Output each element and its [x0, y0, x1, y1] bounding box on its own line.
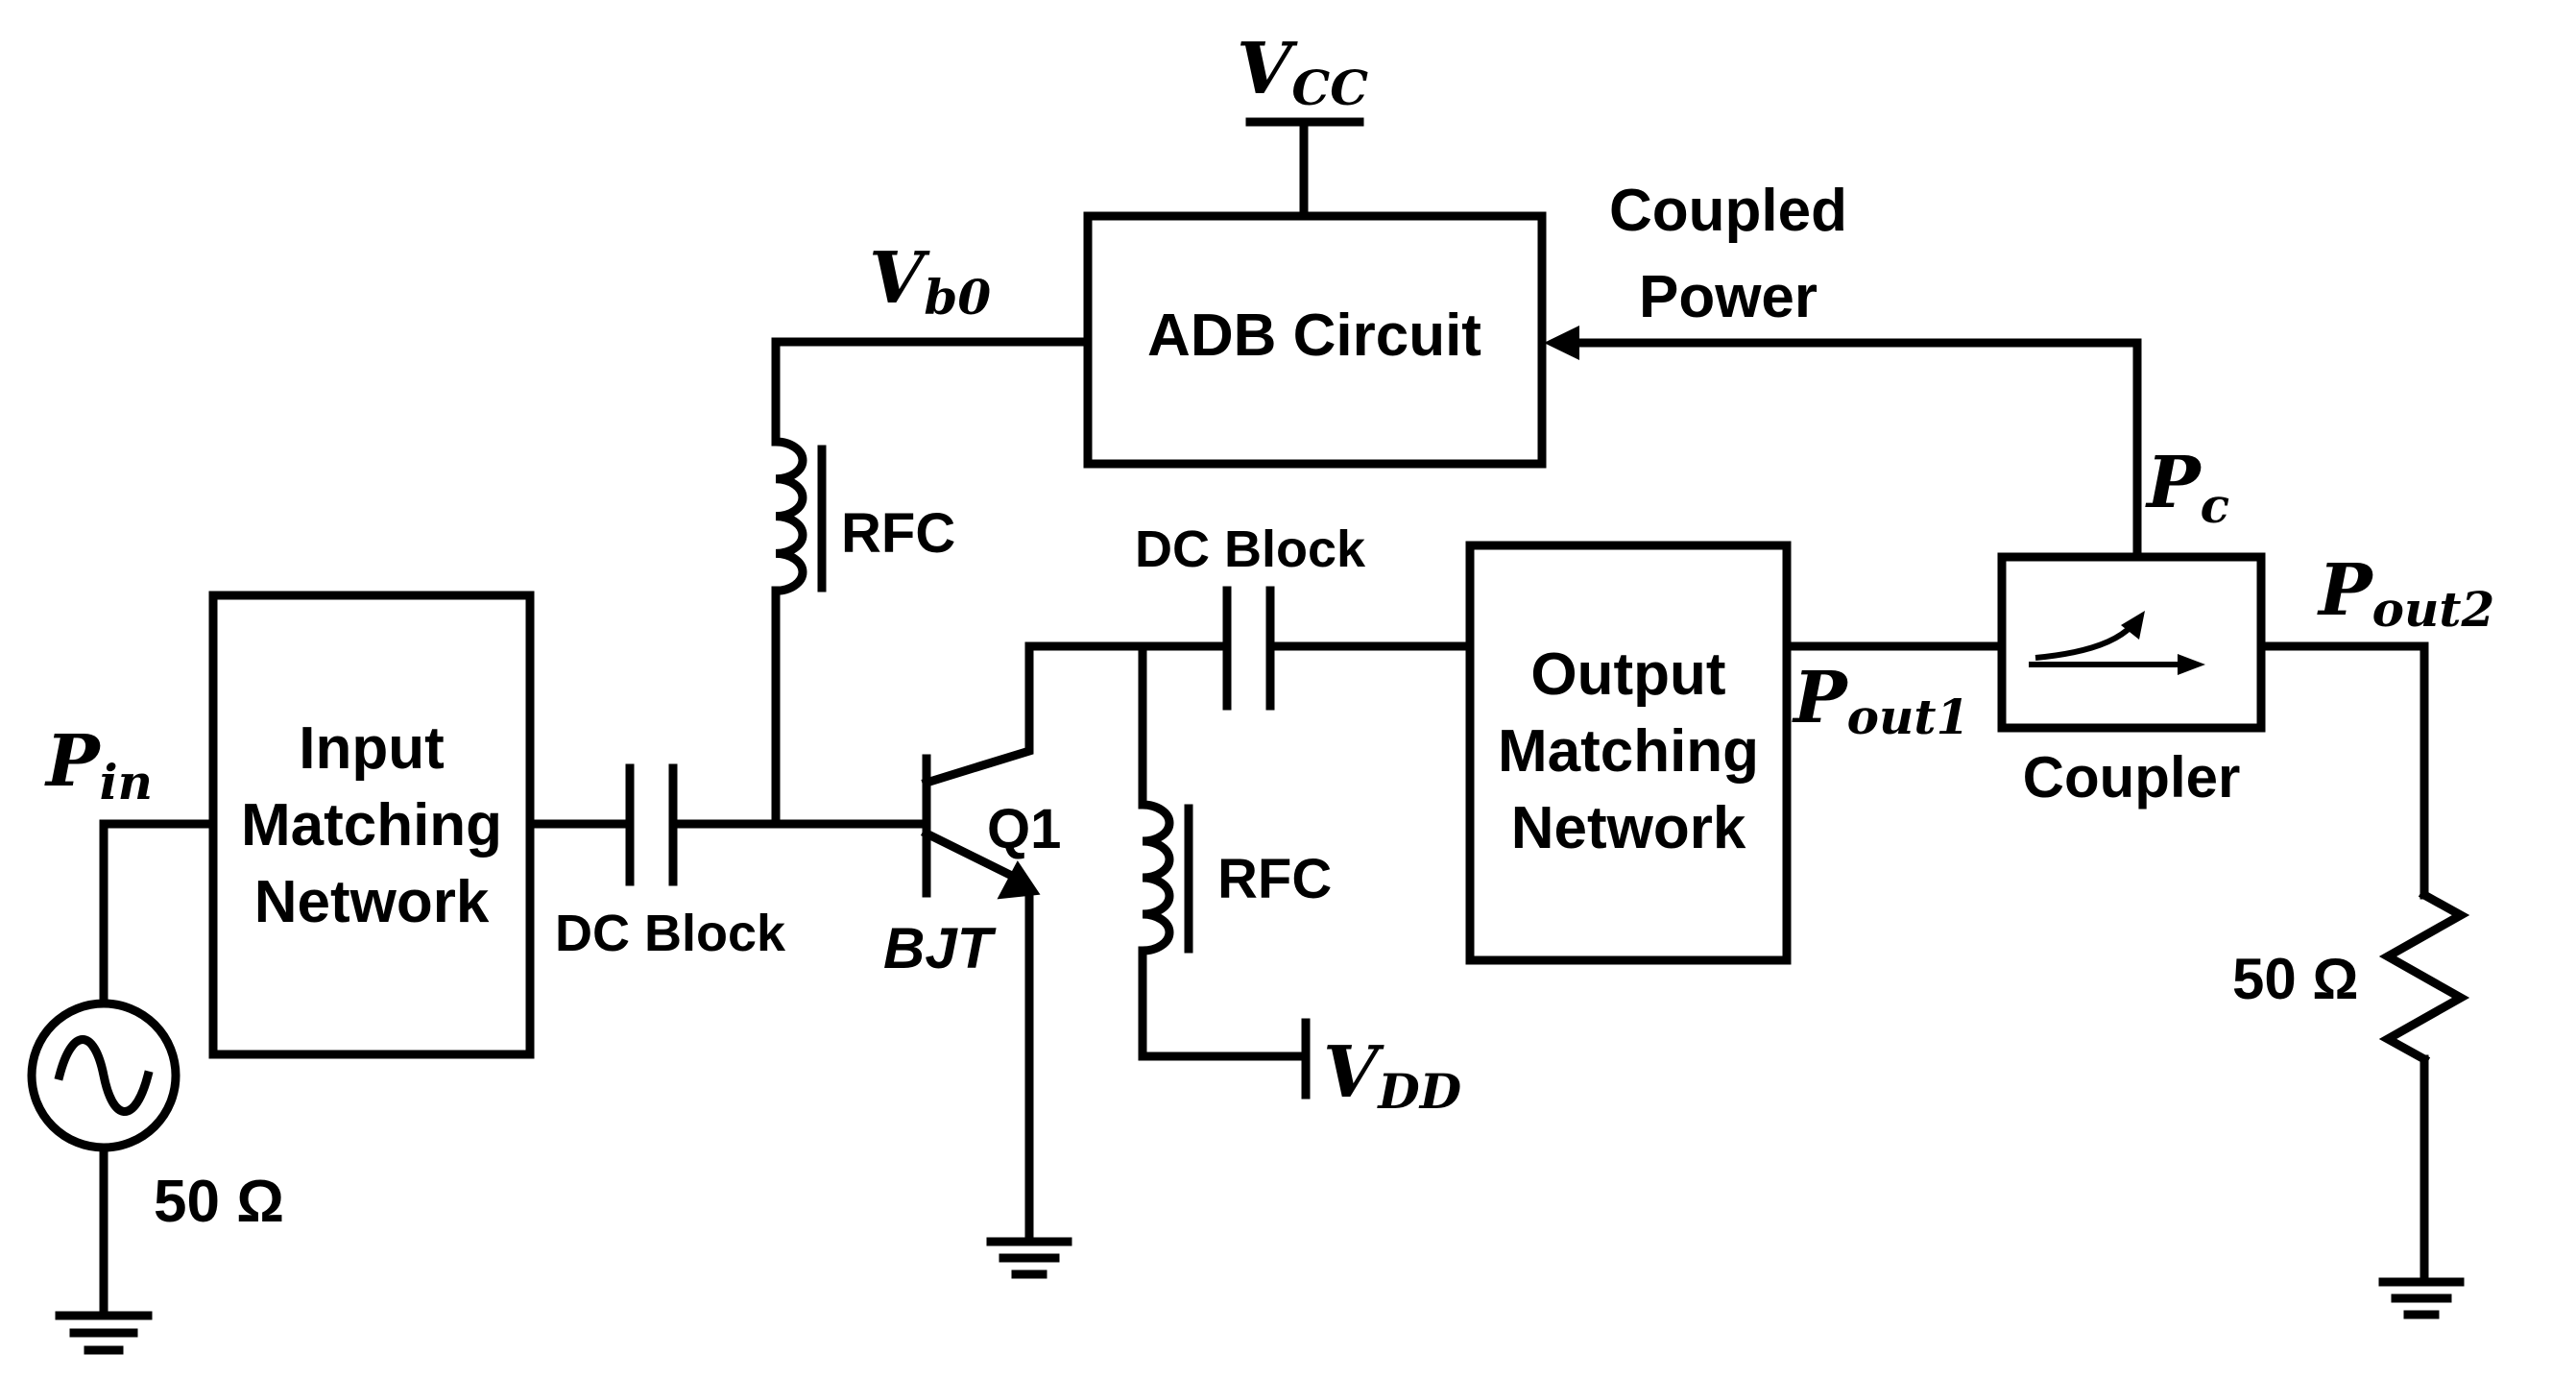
bjt-label: BJT [883, 916, 997, 980]
dc-block-top-label: DC Block [1135, 520, 1366, 578]
rfc-top-inductor [771, 437, 827, 595]
coupled-power-label-line1: Coupled [1609, 178, 1847, 244]
vb0-label: Vb0 [869, 237, 991, 326]
load-impedance-label: 50 Ω [2232, 947, 2359, 1011]
coupled-power-feedback [1544, 326, 2142, 562]
pout2-label: Pout2 [2317, 549, 2494, 638]
output-matching-label-line3: Network [1511, 795, 1746, 861]
source-impedance-label: 50 Ω [154, 1169, 284, 1235]
coupler-arrows-icon [2029, 611, 2205, 675]
q1-label: Q1 [987, 798, 1061, 860]
ac-source [27, 999, 181, 1152]
input-matching-network-block [208, 591, 535, 1059]
adb-circuit-block [1083, 211, 1547, 469]
rfc-bottom-label: RFC [1217, 848, 1332, 910]
output-matching-label-line1: Output [1530, 641, 1725, 708]
vcc-label: VCC [1237, 28, 1368, 116]
vdd-label: VDD [1323, 1031, 1461, 1120]
input-matching-label-line2: Matching [241, 792, 502, 858]
output-matching-label-line2: Matching [1498, 718, 1759, 785]
pin-label: Pin [44, 720, 153, 810]
bjt-transistor [920, 641, 1232, 1246]
input-wires [99, 819, 931, 1320]
output-wires [1782, 641, 2429, 1287]
vb0-bias-wire [771, 337, 1093, 829]
ground-symbol-emitter [986, 1237, 1072, 1279]
input-matching-label-line1: Input [299, 715, 445, 782]
vcc-terminal [1245, 117, 1364, 221]
dc-block-top-capacitor [1222, 586, 1275, 711]
ground-symbol-source [55, 1311, 153, 1355]
collector-wires [1138, 641, 1475, 1061]
coupler-label: Coupler [2023, 745, 2241, 810]
dc-block-left-label: DC Block [555, 905, 786, 962]
input-matching-label-line3: Network [254, 869, 490, 935]
ground-symbol-load [2378, 1277, 2465, 1319]
load-resistor [2378, 888, 2470, 1066]
rfc-top-label: RFC [841, 502, 955, 565]
coupler-block [1997, 552, 2266, 733]
adb-circuit-label: ADB Circuit [1147, 302, 1481, 369]
output-matching-network-block [1465, 541, 1792, 965]
coupled-power-label-line2: Power [1639, 264, 1818, 330]
dc-block-left-capacitor [625, 763, 678, 886]
rfc-bottom-inductor [1138, 800, 1193, 955]
pout1-label: Pout1 [1792, 657, 1969, 745]
pc-label: Pc [2145, 442, 2229, 534]
